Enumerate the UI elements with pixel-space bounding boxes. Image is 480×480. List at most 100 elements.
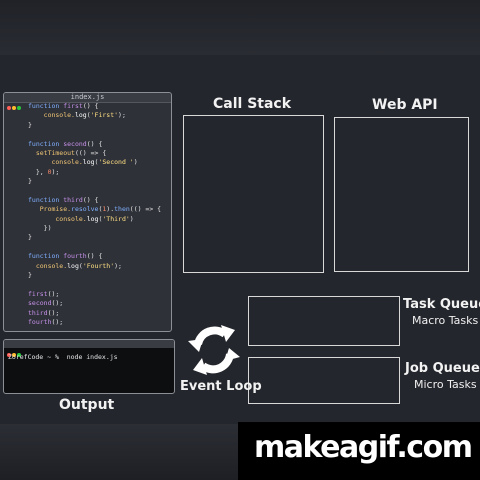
code-token: ).: [106, 205, 115, 214]
code-token: log: [82, 158, 95, 167]
code-line: console.log('Fourth');: [28, 262, 161, 271]
code-token: function: [28, 102, 64, 110]
code-token: }): [28, 224, 52, 233]
code-token: ();: [47, 289, 60, 298]
code-token: console.: [28, 111, 75, 120]
code-line: }: [28, 177, 161, 186]
call-stack-box: [183, 115, 324, 273]
watermark-banner: makeagif.com: [238, 422, 480, 480]
macro-tasks-label: Macro Tasks: [412, 314, 479, 327]
code-line: }): [28, 224, 161, 233]
code-line: setTimeout(() => {: [28, 149, 161, 158]
terminal-window-controls: [7, 342, 22, 361]
code-token: console.: [28, 158, 83, 167]
terminal-window: ZorefCode ~ % node index.js: [3, 339, 175, 394]
code-token: resolve: [71, 205, 99, 214]
code-token: function: [28, 195, 64, 204]
code-token: () {: [82, 195, 99, 204]
job-queue-box: [248, 357, 400, 404]
code-token: }: [28, 177, 32, 186]
code-line: }: [28, 233, 161, 242]
code-token: (: [94, 158, 99, 167]
code-line: }: [28, 121, 161, 130]
code-token: first: [63, 102, 83, 110]
code-token: );: [51, 167, 60, 176]
code-token: );: [118, 111, 126, 120]
code-token: );: [114, 261, 122, 270]
editor-filename: index.js: [70, 93, 105, 101]
maximize-dot-icon[interactable]: [17, 106, 21, 110]
terminal-titlebar: [4, 340, 174, 357]
code-line: function third() {: [28, 196, 161, 205]
code-token: (: [86, 111, 91, 120]
code-token: third: [63, 195, 83, 204]
task-queue-box: [248, 296, 400, 346]
code-line: }, 0);: [28, 168, 161, 177]
code-line: [28, 187, 161, 196]
task-queue-label: Task Queue: [403, 297, 480, 312]
code-line: function fourth() {: [28, 252, 161, 261]
terminal-close-dot-icon[interactable]: [7, 353, 11, 357]
code-line: [28, 130, 161, 139]
code-token: 0: [47, 167, 52, 176]
watermark-text: makeagif.com: [254, 430, 473, 465]
code-token: ): [133, 158, 138, 167]
micro-tasks-label: Micro Tasks: [414, 378, 477, 391]
web-api-label: Web API: [372, 97, 438, 113]
code-token: 'Fourth': [82, 261, 115, 270]
code-area[interactable]: function first() { console.log('First');…: [28, 102, 161, 327]
code-token: third: [28, 308, 48, 317]
close-dot-icon[interactable]: [7, 106, 11, 110]
event-loop-label: Event Loop: [180, 379, 262, 394]
code-token: console.: [28, 261, 68, 270]
code-token: () {: [86, 252, 103, 261]
minimize-dot-icon[interactable]: [12, 106, 16, 110]
code-token: log: [86, 214, 99, 223]
terminal-command[interactable]: ZorefCode ~ % node index.js: [8, 353, 118, 361]
terminal-minimize-dot-icon[interactable]: [12, 353, 16, 357]
call-stack-label: Call Stack: [213, 96, 292, 112]
job-queue-label: Job Queue: [405, 361, 480, 376]
code-token: fourth: [63, 252, 87, 261]
code-token: }: [28, 233, 32, 242]
code-line: console.log('Second '): [28, 158, 161, 167]
code-token: () {: [86, 139, 103, 148]
code-editor-window: index.js function first() { console.log(…: [3, 92, 172, 332]
code-line: function first() {: [28, 102, 161, 111]
code-token: first: [28, 289, 48, 298]
code-token: (() => {: [74, 148, 107, 157]
window-controls: [7, 95, 22, 114]
top-band: [0, 0, 480, 55]
code-token: function: [28, 252, 64, 261]
code-token: },: [28, 167, 48, 176]
code-token: fourth: [28, 317, 52, 326]
code-token: (: [78, 261, 83, 270]
code-token: 'Second ': [98, 158, 134, 167]
code-token: function: [28, 139, 64, 148]
code-line: }: [28, 271, 161, 280]
terminal-maximize-dot-icon[interactable]: [17, 353, 21, 357]
output-label: Output: [59, 397, 115, 413]
code-line: function second() {: [28, 140, 161, 149]
code-token: second: [28, 299, 52, 308]
code-token: 1: [102, 205, 107, 214]
web-api-box: [334, 117, 469, 272]
code-token: then: [114, 205, 130, 214]
code-token: (: [98, 214, 103, 223]
code-token: 'First': [90, 111, 119, 120]
code-token: console.: [28, 214, 87, 223]
code-line: first();: [28, 290, 161, 299]
code-token: Promise.: [28, 205, 72, 214]
code-token: ): [129, 214, 134, 223]
code-token: ();: [47, 308, 60, 317]
code-token: log: [74, 111, 87, 120]
refresh-arrows-icon: [188, 325, 240, 375]
code-token: (: [98, 205, 103, 214]
code-line: console.log('Third'): [28, 215, 161, 224]
code-line: Promise.resolve(1).then(() => {: [28, 205, 161, 214]
code-line: second();: [28, 299, 161, 308]
code-token: ();: [51, 317, 64, 326]
code-token: }: [28, 120, 32, 129]
code-line: console.log('First');: [28, 111, 161, 120]
code-token: ();: [51, 299, 64, 308]
